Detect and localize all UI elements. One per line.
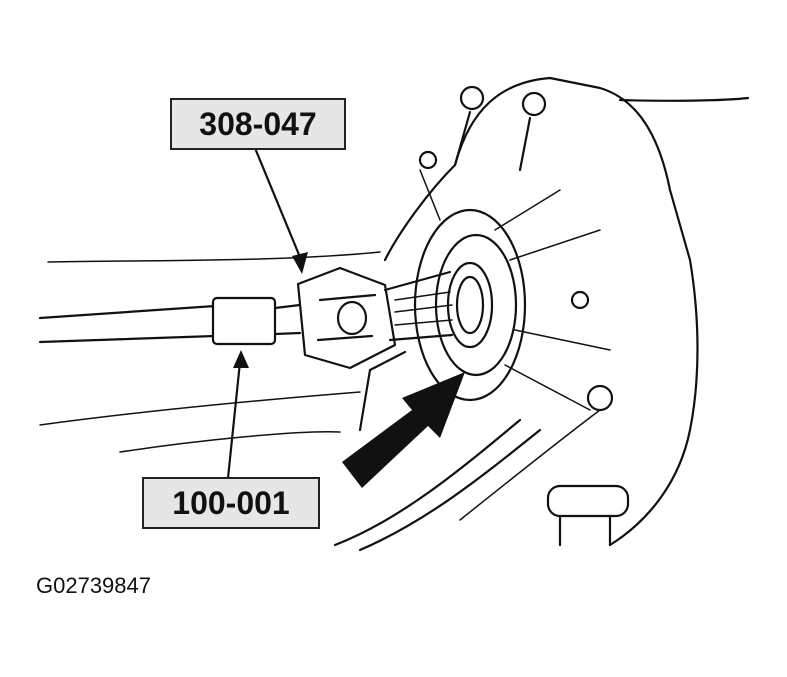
figure-id-label: G02739847 [36,573,151,598]
callout-label-308-047: 308-047 [170,98,346,150]
leader-arrowhead-top [292,252,308,274]
transmission-housing [39,76,750,552]
callout-label-100-001: 100-001 [142,477,320,529]
callout-leaders [226,146,308,480]
leader-arrowhead-bottom [233,350,249,368]
seal-remover-tool [38,266,454,432]
seal-location-arrow [342,372,465,488]
